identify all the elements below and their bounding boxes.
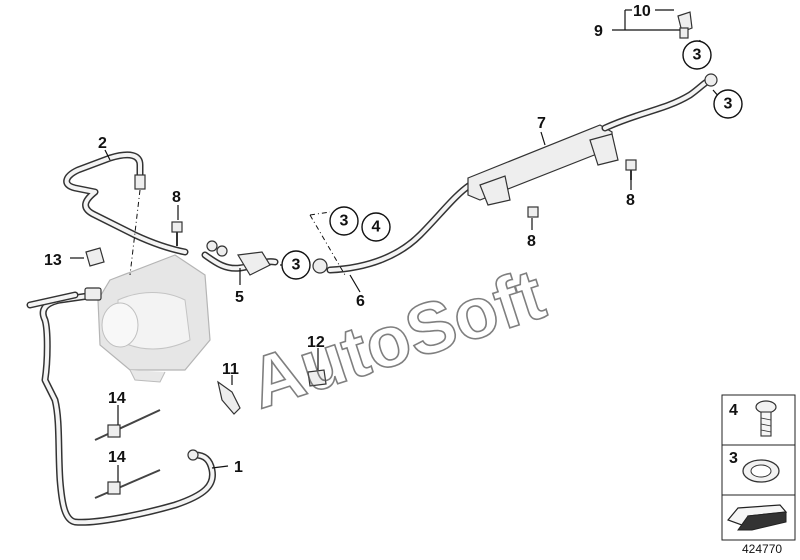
pump-assembly [97, 254, 211, 383]
pipe-2 [63, 151, 189, 256]
legend-label-4: 4 [729, 402, 738, 419]
clip-13 [85, 247, 105, 267]
fitting-6 [312, 258, 328, 274]
cable-tie-14-upper [94, 409, 161, 441]
clip-12 [307, 369, 327, 387]
legend-label-3: 3 [729, 450, 738, 467]
screw-icon [755, 400, 777, 437]
pipe-1 [26, 287, 216, 526]
svg-text:3: 3 [340, 213, 349, 230]
legend-panel: 4 3 [721, 394, 796, 541]
label-8-mid: 8 [527, 233, 536, 250]
label-14-lower: 14 [108, 449, 126, 466]
label-2: 2 [98, 135, 107, 152]
cable-tie-14-lower [94, 469, 161, 499]
pipe-7 [326, 73, 718, 274]
svg-text:3: 3 [292, 257, 301, 274]
washer-icon [742, 459, 780, 483]
bolt-8-left [171, 221, 183, 246]
label-5: 5 [235, 289, 244, 306]
document-number: 424770 [742, 542, 782, 556]
label-7: 7 [537, 115, 546, 132]
svg-text:3: 3 [693, 47, 702, 64]
circle-label-3-d: 3 [713, 89, 743, 119]
arrow-icon [726, 504, 788, 531]
circle-label-4: 4 [361, 212, 391, 242]
label-13: 13 [44, 252, 62, 269]
label-6: 6 [356, 293, 365, 310]
label-8-left: 8 [172, 189, 181, 206]
bolt-8-right [625, 159, 637, 180]
label-9: 9 [594, 23, 603, 40]
watermark-text: AutoSoft [240, 254, 554, 424]
label-1: 1 [234, 459, 243, 476]
circle-label-3-c: 3 [682, 40, 712, 70]
circled-labels: 3 4 3 3 3 [281, 40, 743, 280]
bracket-11 [217, 380, 241, 415]
label-11: 11 [222, 361, 239, 378]
label-14-upper: 14 [108, 390, 126, 407]
sensor-10 [677, 11, 693, 39]
label-12: 12 [307, 334, 325, 351]
svg-text:3: 3 [724, 96, 733, 113]
svg-text:4: 4 [372, 219, 381, 236]
circle-label-3-a: 3 [329, 206, 359, 236]
part-labels: 2 8 13 5 6 7 8 8 9 10 11 12 14 14 1 [44, 3, 651, 476]
circle-label-3-b: 3 [281, 250, 311, 280]
label-10: 10 [633, 3, 651, 20]
bolt-8-mid [527, 206, 539, 218]
pipe-5 [201, 240, 279, 276]
label-8-right: 8 [626, 192, 635, 209]
